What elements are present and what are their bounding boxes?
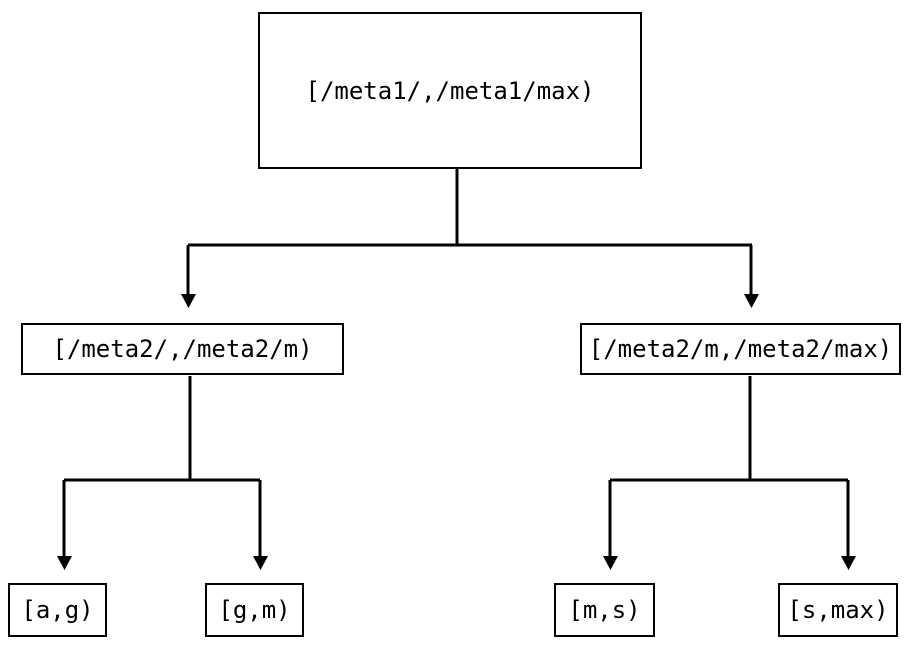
- node-leaf-a-g-label: [a,g): [21, 596, 94, 624]
- node-left-mid[interactable]: [/meta2/,/meta2/m): [21, 323, 344, 375]
- node-leaf-a-g[interactable]: [a,g): [8, 583, 107, 637]
- arrowhead-to-right-mid: [744, 294, 759, 308]
- node-root-label: [/meta1/,/meta1/max): [305, 76, 595, 105]
- node-leaf-g-m[interactable]: [g,m): [205, 583, 304, 637]
- node-leaf-s-max[interactable]: [s,max): [778, 583, 898, 637]
- arrowhead-to-left-mid: [181, 294, 196, 308]
- arrowhead-to-leaf-ms: [603, 556, 618, 570]
- node-left-mid-label: [/meta2/,/meta2/m): [52, 335, 313, 363]
- arrowhead-to-leaf-smax: [841, 556, 856, 570]
- node-right-mid-label: [/meta2/m,/meta2/max): [588, 335, 893, 363]
- node-right-mid[interactable]: [/meta2/m,/meta2/max): [580, 323, 901, 375]
- arrowhead-to-leaf-gm: [253, 556, 268, 570]
- node-root[interactable]: [/meta1/,/meta1/max): [258, 12, 642, 169]
- node-leaf-s-max-label: [s,max): [787, 596, 889, 624]
- arrowhead-to-leaf-ag: [57, 556, 72, 570]
- node-leaf-m-s[interactable]: [m,s): [554, 583, 655, 637]
- node-leaf-m-s-label: [m,s): [568, 596, 641, 624]
- node-leaf-g-m-label: [g,m): [218, 596, 291, 624]
